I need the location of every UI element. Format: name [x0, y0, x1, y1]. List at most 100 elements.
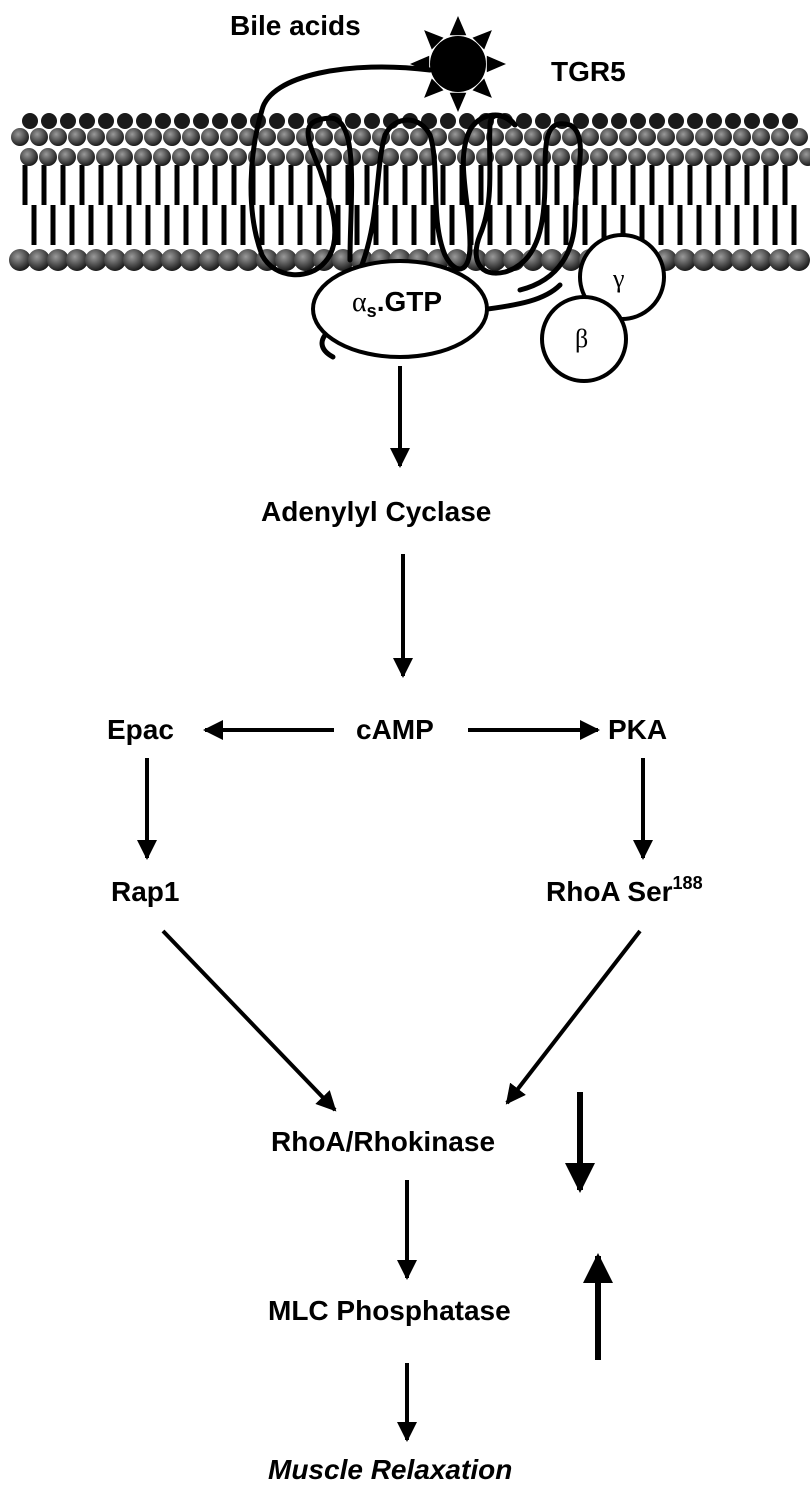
lipid-head [20, 148, 38, 166]
lipid-head [144, 128, 162, 146]
lipid-head [104, 249, 126, 271]
lipid-head [505, 128, 523, 146]
lipid-head [780, 148, 798, 166]
lipid-head [77, 148, 95, 166]
lipid-head [400, 148, 418, 166]
ligand-ray [472, 30, 492, 50]
ligand-ray [449, 92, 467, 112]
bile-acids-label: Bile acids [230, 10, 361, 41]
lipid-head [771, 128, 789, 146]
lipid-head [212, 113, 228, 129]
lipid-head [68, 128, 86, 146]
lipid-head [674, 249, 696, 271]
lipid-head [193, 113, 209, 129]
lipid-head [277, 128, 295, 146]
lipid-head [592, 113, 608, 129]
lipid-head [750, 249, 772, 271]
lipid-head [123, 249, 145, 271]
lipid-head [106, 128, 124, 146]
lipid-head [60, 113, 76, 129]
alpha-s-gtp-label: αs.GTP [352, 286, 443, 321]
ligand-ray [449, 16, 467, 36]
lipid-head [657, 128, 675, 146]
lipid-head [364, 113, 380, 129]
lipid-head [161, 249, 183, 271]
lipid-head [66, 249, 88, 271]
lipid-head [535, 113, 551, 129]
lipid-head [30, 128, 48, 146]
rap1-label: Rap1 [111, 876, 180, 907]
lipid-head [742, 148, 760, 166]
rhoa-rhokinase-label: RhoA/Rhokinase [271, 1126, 496, 1157]
lipid-head [381, 148, 399, 166]
lipid-head [153, 148, 171, 166]
lipid-head [174, 113, 190, 129]
lipid-head [210, 148, 228, 166]
lipid-head [267, 148, 285, 166]
lipid-head [324, 148, 342, 166]
lipid-head [687, 113, 703, 129]
ligand-ray [472, 78, 492, 98]
ligand-ray [410, 55, 430, 73]
lipid-head [495, 148, 513, 166]
lipid-head [353, 128, 371, 146]
lipid-head [725, 113, 741, 129]
lipid-head [600, 128, 618, 146]
lipid-head [220, 128, 238, 146]
rhoa-ser-text: RhoA Ser [546, 876, 673, 907]
lipid-head [712, 249, 734, 271]
lipid-head [28, 249, 50, 271]
lipid-head [286, 148, 304, 166]
lipid-head [87, 128, 105, 146]
lipid-head [533, 148, 551, 166]
lipid-head [693, 249, 715, 271]
arrow-rhoa-ser-to-rhoa [505, 929, 642, 1105]
lipid-head [125, 128, 143, 146]
receptor-c-tail [477, 282, 563, 313]
lipid-head [136, 113, 152, 129]
lipid-head [638, 128, 656, 146]
lipid-head [685, 148, 703, 166]
lipid-head [706, 113, 722, 129]
lipid-head [516, 113, 532, 129]
lipid-head [731, 249, 753, 271]
lipid-head [362, 148, 380, 166]
rhoa-ser-label: RhoA Ser188 [546, 874, 703, 907]
ligand-ray [424, 30, 444, 50]
lipid-head [761, 148, 779, 166]
lipid-head [630, 113, 646, 129]
lipid-head [448, 128, 466, 146]
lipid-head [438, 148, 456, 166]
lipid-head [619, 128, 637, 146]
lipid-head [345, 113, 361, 129]
lipid-head [668, 113, 684, 129]
lipid-head [769, 249, 791, 271]
lipid-head [573, 113, 589, 129]
rhoa-ser-superscript: 188 [672, 873, 703, 893]
receptor-loop-3 [473, 113, 583, 293]
lipid-head [180, 249, 202, 271]
lipid-head [611, 113, 627, 129]
lipid-head [79, 113, 95, 129]
lipid-head [229, 148, 247, 166]
lipid-head [714, 128, 732, 146]
lipid-head [96, 148, 114, 166]
lipid-head [115, 148, 133, 166]
alpha-subscript: s [366, 301, 377, 321]
lipid-head [275, 249, 297, 271]
lipid-head [85, 249, 107, 271]
camp-label: cAMP [356, 714, 434, 745]
lipid-head [782, 113, 798, 129]
lipid-head [294, 249, 316, 271]
lipid-head [288, 113, 304, 129]
alpha-suffix: .GTP [376, 286, 443, 317]
lipid-head [9, 249, 31, 271]
alpha-symbol: α [352, 287, 367, 318]
lipid-head [609, 148, 627, 166]
lipid-head [11, 128, 29, 146]
receptor-loop-outer [248, 64, 433, 278]
muscle-relaxation-label: Muscle Relaxation [268, 1454, 513, 1485]
lipid-head [49, 128, 67, 146]
lipid-head [723, 148, 741, 166]
